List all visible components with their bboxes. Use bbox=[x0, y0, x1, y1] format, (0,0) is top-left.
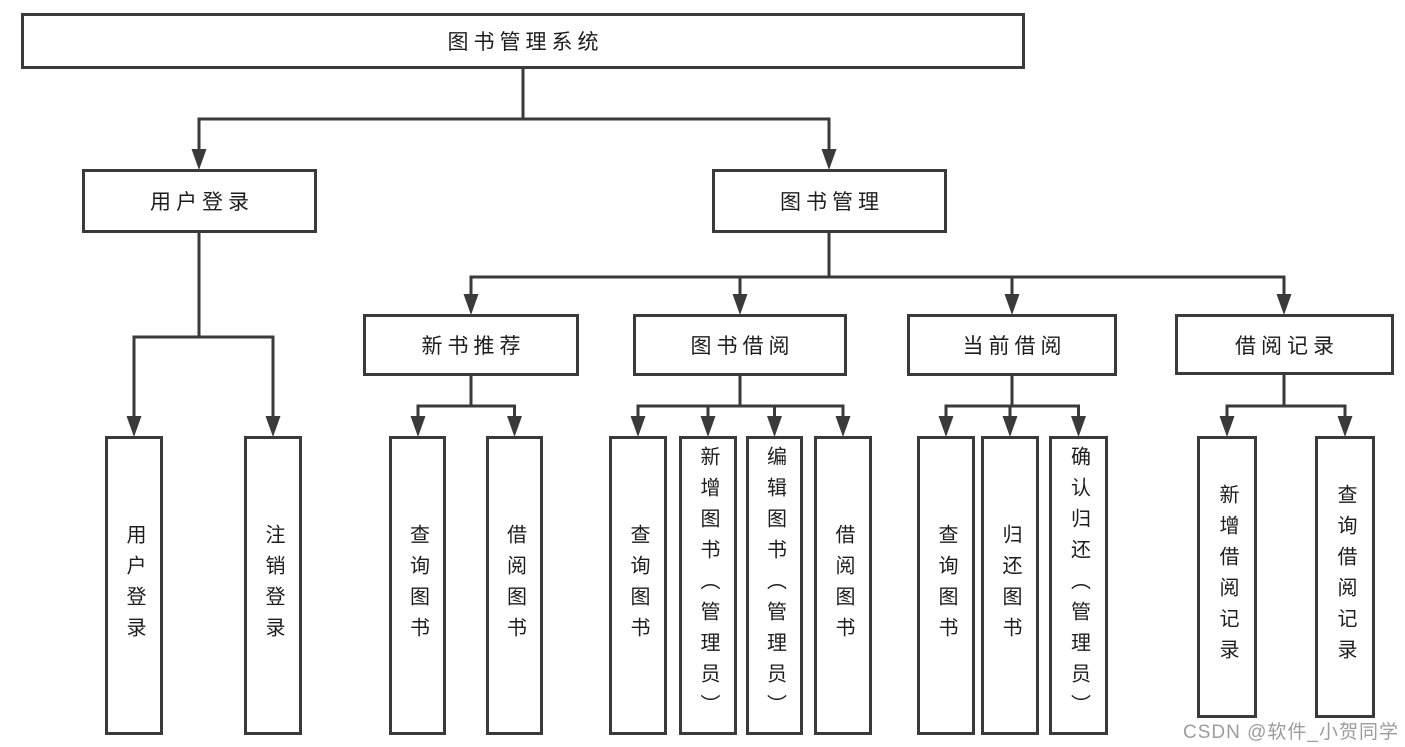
leaf-return-book-label: 归还图书 bbox=[999, 523, 1021, 648]
connector-records-to-leaves bbox=[1225, 375, 1347, 419]
node-current-borrow: 当前借阅 bbox=[907, 314, 1117, 376]
arrowhead bbox=[767, 416, 782, 437]
arrowhead bbox=[1071, 416, 1086, 437]
arrowhead bbox=[732, 294, 748, 315]
leaf-logout: 注销登录 bbox=[244, 436, 302, 735]
node-new-book-recommend: 新书推荐 bbox=[363, 314, 579, 376]
leaf-add-borrow-record-label: 新增借阅记录 bbox=[1216, 484, 1238, 670]
node-book-management: 图书管理 bbox=[712, 169, 947, 233]
node-new-book-recommend-label: 新书推荐 bbox=[421, 335, 526, 358]
node-user-login: 用户登录 bbox=[82, 169, 317, 233]
node-book-management-label: 图书管理 bbox=[780, 191, 884, 214]
node-book-borrow: 图书借阅 bbox=[633, 314, 847, 376]
leaf-query-book-3: 查询图书 bbox=[917, 436, 975, 735]
leaf-query-book-1: 查询图书 bbox=[389, 436, 446, 735]
arrowhead bbox=[821, 149, 837, 170]
arrowhead bbox=[835, 416, 851, 437]
leaf-edit-book-admin-label: 编辑图书（管理员） bbox=[763, 446, 786, 725]
arrowhead bbox=[463, 294, 479, 315]
arrowhead bbox=[1337, 416, 1353, 437]
leaf-confirm-return-admin: 确认归还（管理员） bbox=[1049, 436, 1108, 735]
arrowhead bbox=[1004, 294, 1020, 315]
leaf-user-login: 用户登录 bbox=[105, 436, 163, 735]
leaf-confirm-return-admin-label: 确认归还（管理员） bbox=[1067, 446, 1090, 725]
connector-bookmgmt-to-level3 bbox=[469, 233, 1286, 297]
leaf-query-book-3-label: 查询图书 bbox=[935, 523, 957, 648]
watermark: CSDN @软件_小贺同学 bbox=[1183, 722, 1399, 743]
node-current-borrow-label: 当前借阅 bbox=[962, 335, 1067, 358]
leaf-add-book-admin: 新增图书（管理员） bbox=[679, 436, 737, 735]
leaf-return-book: 归还图书 bbox=[981, 436, 1039, 735]
leaf-borrow-book-1: 借阅图书 bbox=[486, 436, 543, 735]
connector-userlogin-to-leaves bbox=[132, 233, 275, 419]
node-borrow-records-label: 借阅记录 bbox=[1235, 334, 1339, 358]
arrowhead bbox=[1002, 416, 1018, 437]
arrowhead bbox=[191, 149, 207, 170]
connector-newbook-to-leaves bbox=[416, 376, 516, 419]
arrowhead bbox=[410, 416, 426, 437]
leaf-add-book-admin-label: 新增图书（管理员） bbox=[697, 446, 719, 725]
leaf-query-book-2-label: 查询图书 bbox=[627, 523, 649, 648]
leaf-logout-label: 注销登录 bbox=[262, 523, 284, 648]
leaf-query-book-2: 查询图书 bbox=[609, 436, 667, 735]
leaf-query-book-1-label: 查询图书 bbox=[406, 523, 429, 648]
node-root: 图书管理系统 bbox=[21, 13, 1025, 69]
connector-bookborrow-to-leaves bbox=[636, 376, 845, 419]
leaf-add-borrow-record: 新增借阅记录 bbox=[1197, 436, 1257, 718]
connector-root-to-level2 bbox=[197, 69, 831, 152]
leaf-edit-book-admin: 编辑图书（管理员） bbox=[746, 436, 803, 735]
arrowhead bbox=[1219, 416, 1235, 437]
leaf-borrow-book-1-label: 借阅图书 bbox=[503, 523, 526, 648]
leaf-query-borrow-record: 查询借阅记录 bbox=[1315, 436, 1375, 718]
arrowhead bbox=[126, 416, 142, 437]
node-user-login-label: 用户登录 bbox=[150, 191, 254, 214]
arrowhead bbox=[265, 416, 281, 437]
leaf-user-login-label: 用户登录 bbox=[123, 523, 145, 648]
arrowhead bbox=[700, 416, 716, 437]
arrowhead bbox=[630, 416, 646, 437]
node-borrow-records: 借阅记录 bbox=[1175, 314, 1394, 375]
connector-currentborrow-to-leaves bbox=[944, 376, 1080, 419]
node-root-label: 图书管理系统 bbox=[447, 31, 604, 54]
leaf-query-borrow-record-label: 查询借阅记录 bbox=[1334, 484, 1356, 670]
arrowhead bbox=[938, 416, 954, 437]
leaf-borrow-book-2: 借阅图书 bbox=[814, 436, 872, 735]
arrowhead bbox=[1276, 294, 1292, 315]
arrowhead bbox=[507, 416, 522, 437]
leaf-borrow-book-2-label: 借阅图书 bbox=[832, 523, 854, 648]
node-book-borrow-label: 图书借阅 bbox=[690, 335, 795, 358]
